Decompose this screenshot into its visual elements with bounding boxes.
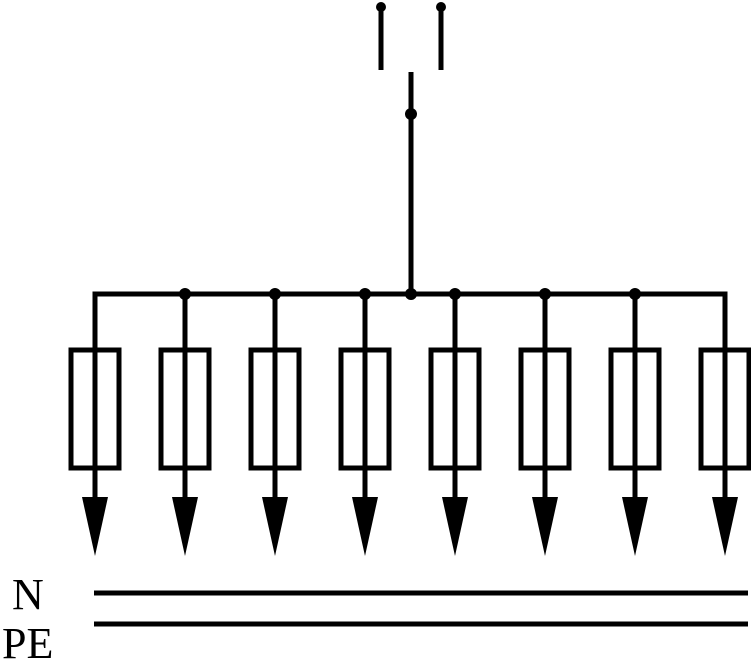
switch-pivot-dot [405,108,417,120]
feeder-circuit [698,294,751,556]
neutral-label: N [12,570,44,619]
terminal-dot-right [436,2,446,12]
outgoing-arrow [712,497,738,556]
bus-rails [94,590,748,627]
outgoing-arrow [442,497,468,556]
feeder-circuit [158,288,212,556]
feeder-circuit [428,288,482,556]
outgoing-arrow [352,497,378,556]
feeder-circuit [608,288,662,556]
feeder-circuit [518,288,572,556]
feeder-circuit [248,288,302,556]
outgoing-arrow [82,497,108,556]
incoming-switch [376,2,446,296]
feeder-circuit [338,288,392,556]
outgoing-arrow [622,497,648,556]
outgoing-arrow [262,497,288,556]
terminal-dot-left [376,2,386,12]
outgoing-arrow [172,497,198,556]
feeder-circuit [68,294,122,556]
busbar-junction-dot [405,288,417,300]
outgoing-arrow [532,497,558,556]
pe-label: PE [2,619,54,668]
feeder-group [68,288,751,556]
